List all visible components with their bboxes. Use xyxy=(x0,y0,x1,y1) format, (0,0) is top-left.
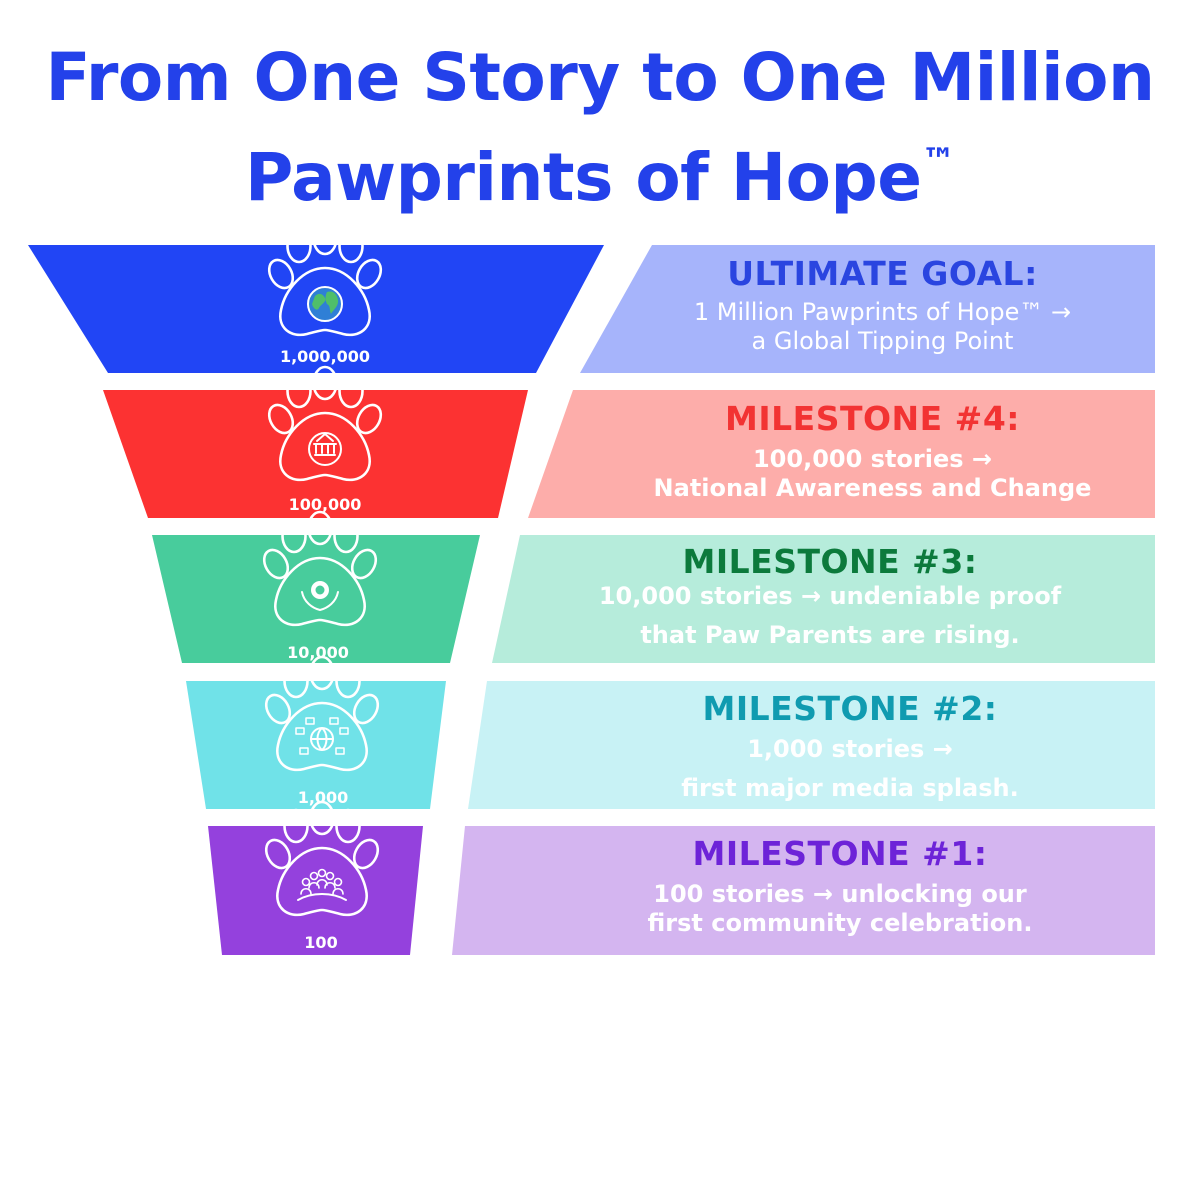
milestone-description: 1,000 stories → first major media splash. xyxy=(600,735,1100,803)
media-network-icon xyxy=(295,717,349,755)
tier-count-label: 100,000 xyxy=(289,495,362,514)
trademark-symbol: ™ xyxy=(921,141,955,181)
milestone-heading: ULTIMATE GOAL: xyxy=(727,254,1038,293)
milestone-description-line: 1,000 stories → xyxy=(747,735,953,763)
milestone-text-milestone-4: MILESTONE #4: 100,000 stories →National A… xyxy=(590,399,1155,503)
tier-count-label: 10,000 xyxy=(287,643,349,662)
milestone-description-line: 10,000 stories → undeniable proof xyxy=(598,582,1062,610)
tier-count-label: 1,000,000 xyxy=(280,347,370,366)
milestone-description: 100,000 stories →National Awareness and … xyxy=(590,445,1155,503)
globe-icon xyxy=(307,286,343,322)
paw-print-icon xyxy=(258,510,382,627)
title-line-2: Pawprints of Hope™ xyxy=(0,128,1200,228)
milestone-description: 10,000 stories → undeniable proof that Pa… xyxy=(580,582,1080,650)
tier-milestone-1: 100 xyxy=(208,800,1155,955)
paw-print-icon xyxy=(260,800,384,917)
milestone-description-line: 1 Million Pawprints of Hope™ → xyxy=(693,298,1072,326)
tier-ultimate-goal: 1,000,000 xyxy=(28,220,1155,373)
milestone-heading: MILESTONE #1: xyxy=(692,834,988,873)
title-line-2-text: Pawprints of Hope xyxy=(245,139,922,216)
tier-count-label: 100 xyxy=(304,933,337,952)
milestone-text-milestone-3: MILESTONE #3:10,000 stories → undeniable… xyxy=(580,542,1080,650)
milestone-heading: MILESTONE #3: xyxy=(682,542,978,581)
milestone-panel xyxy=(468,681,1155,809)
funnel-segment xyxy=(208,826,423,955)
tier-milestone-2: 1,000 xyxy=(186,655,1155,809)
tier-milestone-3: 10,000 xyxy=(152,510,1155,663)
milestone-heading: MILESTONE #2: xyxy=(702,689,998,728)
milestone-panel xyxy=(528,390,1155,518)
milestone-heading: MILESTONE #4: xyxy=(725,399,1020,438)
funnel-segment xyxy=(186,681,446,809)
caring-hands-icon xyxy=(301,581,339,611)
milestone-text-milestone-2: MILESTONE #2: 1,000 stories → first major … xyxy=(600,689,1100,803)
milestone-text-ultimate-goal: ULTIMATE GOAL: 1 Million Pawprints of Hop… xyxy=(610,254,1155,356)
milestone-description-line: a Global Tipping Point xyxy=(751,327,1014,355)
milestone-description-line: 100,000 stories → xyxy=(752,445,992,473)
paw-print-icon xyxy=(263,365,387,482)
paw-print-icon xyxy=(263,220,387,337)
milestone-panel xyxy=(452,826,1155,955)
milestone-description-line: first major media splash. xyxy=(681,774,1019,802)
milestone-text-milestone-1: MILESTONE #1: 100 stories → unlocking our… xyxy=(560,834,1120,938)
page-title: From One Story to One Million Pawprints … xyxy=(0,28,1200,228)
milestone-description-line: 100 stories → unlocking our xyxy=(653,880,1027,908)
milestone-description-line: first community celebration. xyxy=(647,909,1033,937)
milestone-panel xyxy=(492,535,1155,663)
funnel-segment xyxy=(152,535,480,663)
tier-milestone-4: 100,000 xyxy=(103,365,1155,518)
paw-print-icon xyxy=(260,655,384,772)
capitol-building-icon xyxy=(308,432,342,466)
milestone-description: 1 Million Pawprints of Hope™ →a Global T… xyxy=(610,298,1155,356)
milestone-description-line: that Paw Parents are rising. xyxy=(640,621,1020,649)
tier-count-label: 1,000 xyxy=(298,788,349,807)
milestone-description-line: National Awareness and Change xyxy=(653,474,1092,502)
community-people-icon xyxy=(297,868,347,901)
milestone-panel xyxy=(580,245,1155,373)
title-line-1: From One Story to One Million xyxy=(45,39,1155,116)
